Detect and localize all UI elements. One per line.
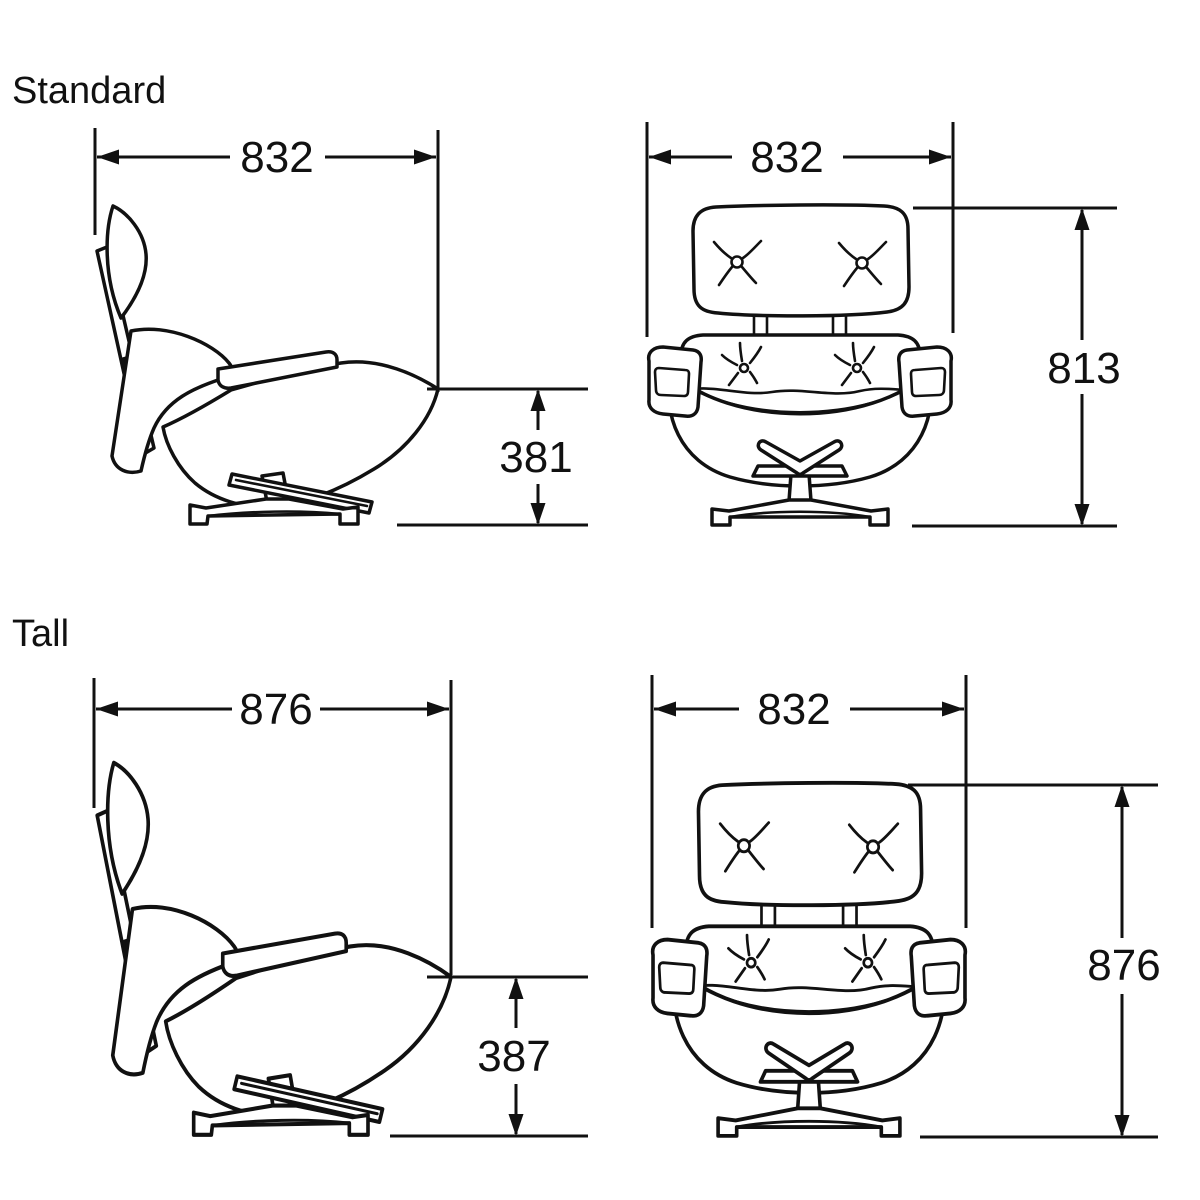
standard-front-view: 832 813: [645, 122, 1121, 528]
tall-overall-height-dimension: 876: [908, 783, 1161, 1139]
tall-front-width-dimension: 832: [650, 675, 968, 928]
standard-overall-height-dimension: 813: [912, 206, 1121, 528]
section-label: Tall: [12, 613, 69, 655]
standard-front-chair: [649, 205, 952, 525]
standard-side-view: 832 381: [93, 128, 588, 527]
standard-front-width-dimension: 832: [645, 122, 955, 337]
dimension-value: 832: [750, 133, 823, 182]
standard-seat-height-dimension: 381: [397, 387, 588, 527]
dimension-value: 813: [1047, 344, 1120, 393]
tall-side-view: 876 387: [92, 678, 588, 1138]
section-tall: Tall 876 387: [12, 613, 1161, 1139]
dimension-value: 381: [499, 433, 572, 482]
section-standard: Standard 832 381: [12, 70, 1121, 528]
tall-side-chair: [97, 763, 451, 1135]
dimension-value: 387: [477, 1032, 550, 1081]
dimension-value: 832: [240, 133, 313, 182]
tall-front-chair: [653, 783, 966, 1136]
tall-side-width-dimension: 876: [92, 678, 453, 975]
standard-side-chair: [95, 204, 440, 526]
dimension-value: 832: [757, 685, 830, 734]
standard-side-width-dimension: 832: [93, 128, 440, 392]
dimension-value: 876: [1087, 941, 1160, 990]
dimension-value: 876: [239, 685, 312, 734]
tall-seat-height-dimension: 387: [390, 975, 588, 1138]
section-label: Standard: [12, 70, 166, 112]
tall-front-view: 832 876: [650, 675, 1161, 1139]
